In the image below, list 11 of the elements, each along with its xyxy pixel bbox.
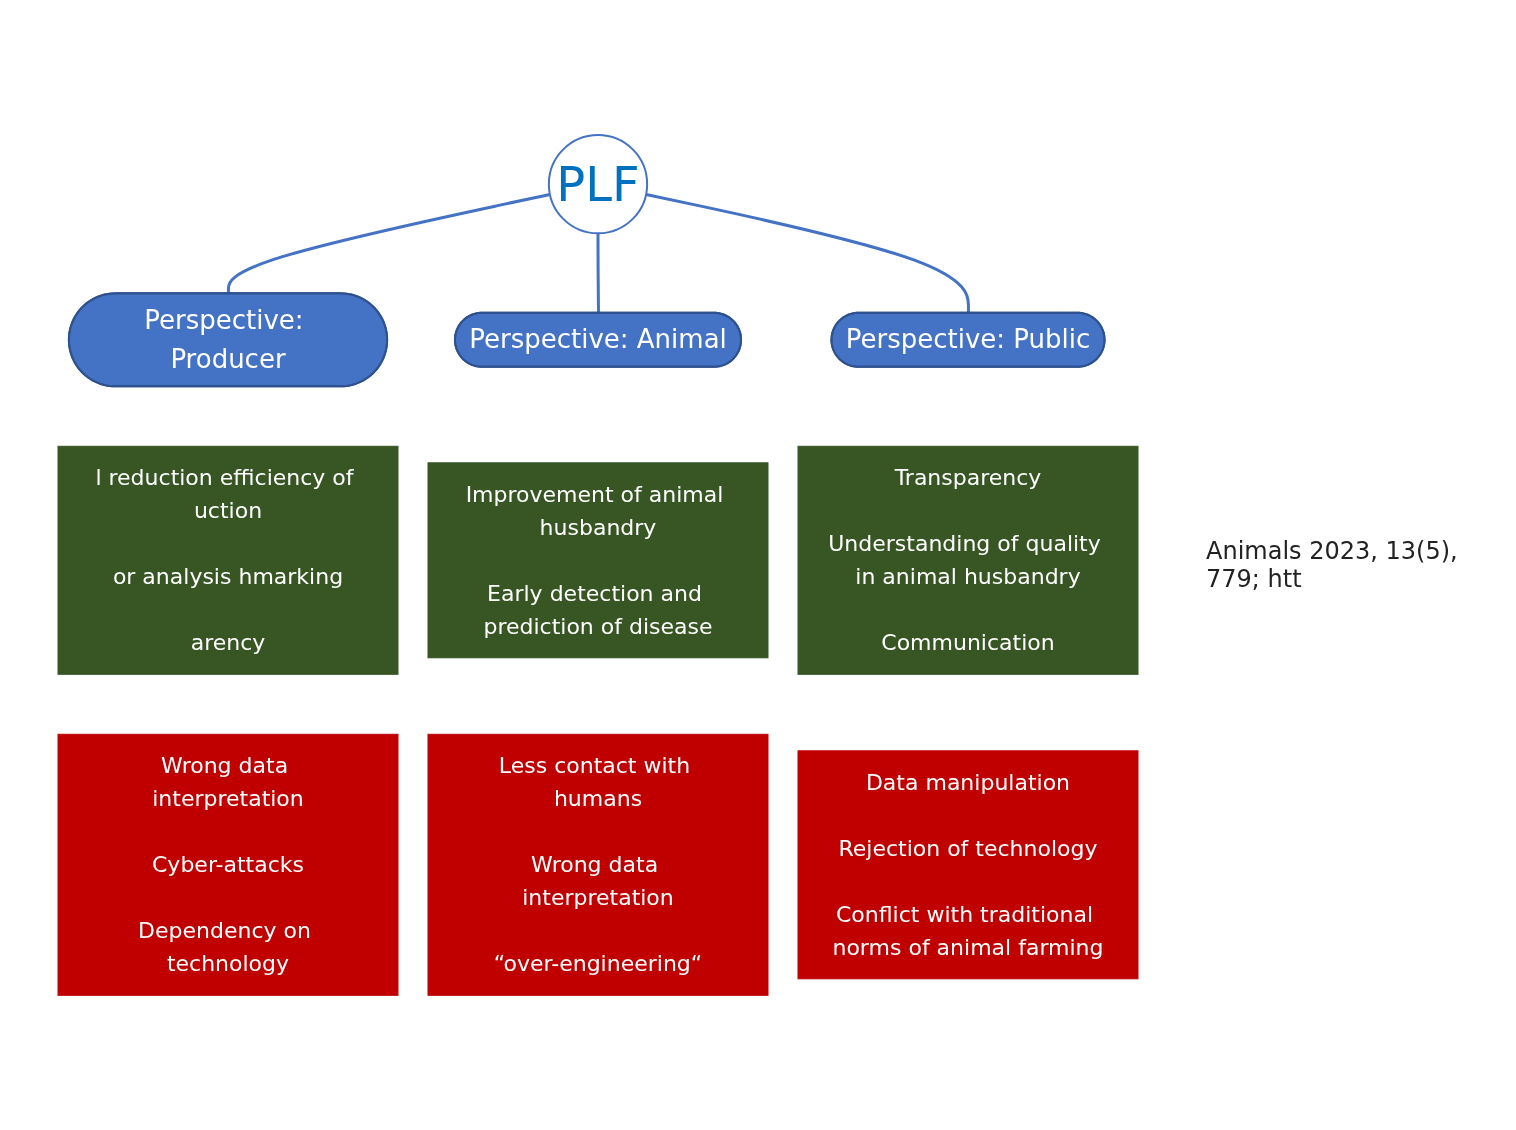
node-box: Data manipulation Rejection of technology Conflict with traditional norms of animal farming [797,750,1139,980]
node-circle: PLF [547,133,649,235]
node-box: Wrong data interpretation Cyber-attacks Dependency on technology [57,733,399,996]
connector [645,192,970,314]
node-box: l reduction efficiency of uction or analysis hmarking arency [57,445,399,675]
node-box: Improvement of animal husbandry Early detection and prediction of disease [427,462,769,659]
connector [596,233,600,314]
connector [226,192,551,294]
citation-text: Animals 2023, 13(5), 779; htt [1206,537,1459,593]
node-box: Transparency Understanding of quality in animal husbandry Communication [797,445,1139,675]
node-box: Less contact with humans Wrong data interpretation “over-engineering“ [427,733,769,996]
